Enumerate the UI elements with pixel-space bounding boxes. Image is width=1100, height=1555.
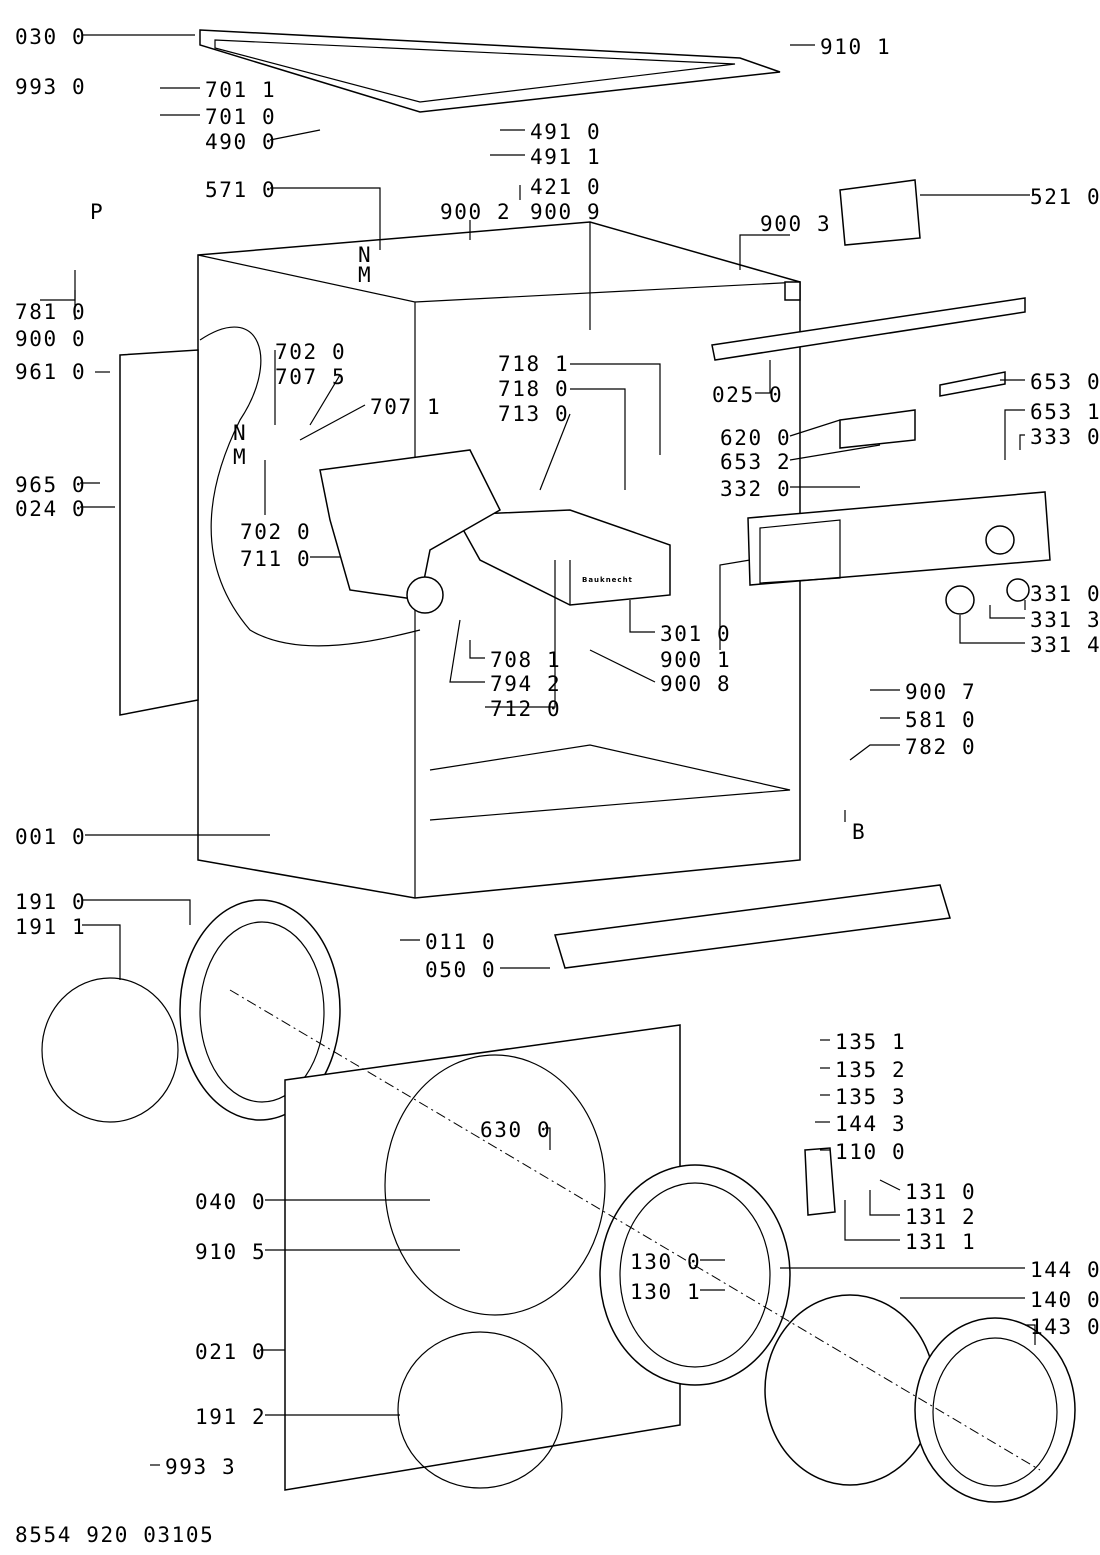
label-490-0: 490 0 — [205, 130, 276, 154]
dispenser-brand-text: Bauknecht — [582, 576, 633, 584]
label-581-0: 581 0 — [905, 708, 976, 732]
label-131-1: 131 1 — [905, 1230, 976, 1254]
door-seal — [41, 899, 341, 1123]
label-N-dispenser: N — [233, 421, 247, 445]
label-040-0: 040 0 — [195, 1190, 266, 1214]
label-900-8: 900 8 — [660, 672, 731, 696]
control-panel — [711, 179, 1051, 615]
label-900-0: 900 0 — [15, 327, 86, 351]
label-191-2: 191 2 — [195, 1405, 266, 1429]
label-144-3: 144 3 — [835, 1112, 906, 1136]
label-191-0: 191 0 — [15, 890, 86, 914]
label-713-0: 713 0 — [498, 402, 569, 426]
label-421-0: 421 0 — [530, 175, 601, 199]
label-571-0: 571 0 — [205, 178, 276, 202]
label-M-dispenser: M — [233, 445, 247, 469]
label-708-1: 708 1 — [490, 648, 561, 672]
label-135-1: 135 1 — [835, 1030, 906, 1054]
label-331-4: 331 4 — [1030, 633, 1100, 657]
label-331-3: 331 3 — [1030, 608, 1100, 632]
label-B: B — [852, 820, 866, 844]
label-900-3: 900 3 — [760, 212, 831, 236]
label-135-3: 135 3 — [835, 1085, 906, 1109]
label-707-5: 707 5 — [275, 365, 346, 389]
label-333-0: 333 0 — [1030, 425, 1100, 449]
label-653-2: 653 2 — [720, 450, 791, 474]
label-900-9: 900 9 — [530, 200, 601, 224]
label-140-0: 140 0 — [1030, 1288, 1100, 1312]
label-701-0: 701 0 — [205, 105, 276, 129]
label-050-0: 050 0 — [425, 958, 496, 982]
label-630-0: 630 0 — [480, 1118, 551, 1142]
label-993-3: 993 3 — [165, 1455, 236, 1479]
leader-lines — [40, 34, 1036, 1466]
label-025-0: 025 0 — [712, 383, 783, 407]
label-900-1: 900 1 — [660, 648, 731, 672]
top-lid — [199, 29, 781, 113]
label-707-1: 707 1 — [370, 395, 441, 419]
label-712-0: 712 0 — [490, 697, 561, 721]
label-332-0: 332 0 — [720, 477, 791, 501]
document-code: 8554 920 03105 — [15, 1523, 214, 1547]
label-491-1: 491 1 — [530, 145, 601, 169]
label-021-0: 021 0 — [195, 1340, 266, 1364]
label-030-0: 030 0 — [15, 25, 86, 49]
label-653-1: 653 1 — [1030, 400, 1100, 424]
label-N-valve: N — [358, 243, 372, 267]
label-491-0: 491 0 — [530, 120, 601, 144]
label-130-0: 130 0 — [630, 1250, 701, 1274]
label-024-0: 024 0 — [15, 497, 86, 521]
label-900-7: 900 7 — [905, 680, 976, 704]
label-001-0: 001 0 — [15, 825, 86, 849]
label-143-0: 143 0 — [1030, 1315, 1100, 1339]
label-653-0: 653 0 — [1030, 370, 1100, 394]
front-panel — [284, 1024, 681, 1491]
label-910-5: 910 5 — [195, 1240, 266, 1264]
label-718-0: 718 0 — [498, 377, 569, 401]
label-781-0: 781 0 — [15, 300, 86, 324]
label-782-0: 782 0 — [905, 735, 976, 759]
label-135-2: 135 2 — [835, 1058, 906, 1082]
label-011-0: 011 0 — [425, 930, 496, 954]
label-P: P — [90, 200, 104, 224]
label-702-0-upper: 702 0 — [275, 340, 346, 364]
door-assembly — [229, 989, 1076, 1503]
label-301-0: 301 0 — [660, 622, 731, 646]
label-131-2: 131 2 — [905, 1205, 976, 1229]
label-521-0: 521 0 — [1030, 185, 1100, 209]
label-910-1: 910 1 — [820, 35, 891, 59]
label-965-0: 965 0 — [15, 473, 86, 497]
label-144-0: 144 0 — [1030, 1258, 1100, 1282]
label-130-1: 130 1 — [630, 1280, 701, 1304]
label-M-valve: M — [358, 263, 372, 287]
rear-panel — [119, 326, 421, 716]
label-900-2: 900 2 — [440, 200, 511, 224]
label-794-2: 794 2 — [490, 672, 561, 696]
part-labels: 030 0 910 1 993 0 701 1 701 0 490 0 491 … — [15, 25, 1100, 1479]
label-620-0: 620 0 — [720, 426, 791, 450]
label-131-0: 131 0 — [905, 1180, 976, 1204]
label-701-1: 701 1 — [205, 78, 276, 102]
kickplate — [554, 884, 951, 969]
label-110-0: 110 0 — [835, 1140, 906, 1164]
label-702-0-lower: 702 0 — [240, 520, 311, 544]
label-191-1: 191 1 — [15, 915, 86, 939]
detergent-dispenser: Bauknecht — [319, 449, 671, 614]
label-961-0: 961 0 — [15, 360, 86, 384]
label-331-0: 331 0 — [1030, 582, 1100, 606]
label-993-0: 993 0 — [15, 75, 86, 99]
label-718-1: 718 1 — [498, 352, 569, 376]
label-711-0: 711 0 — [240, 547, 311, 571]
